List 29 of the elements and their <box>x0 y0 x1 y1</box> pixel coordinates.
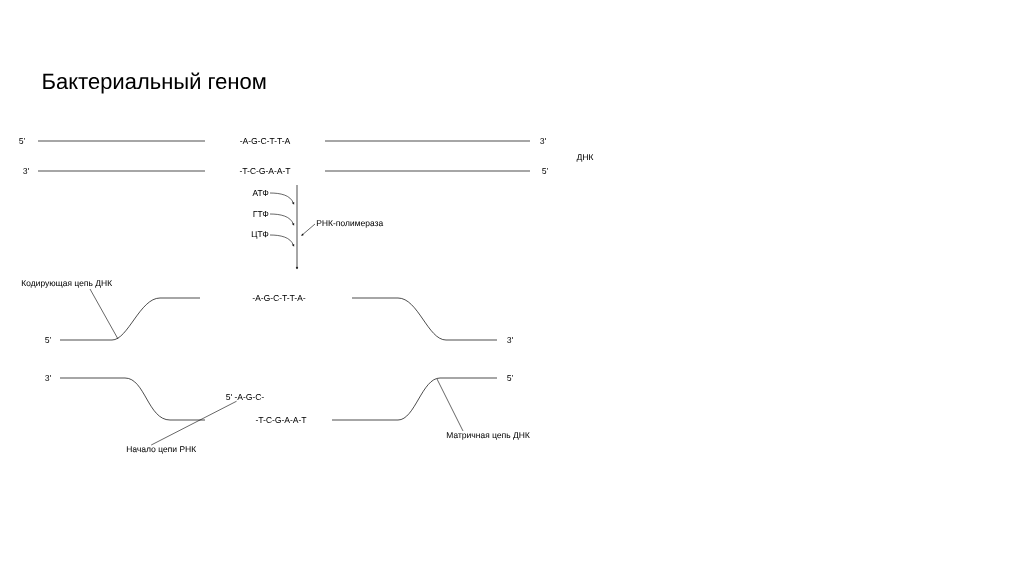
arrow <box>269 192 295 205</box>
strand-label: Кодирующая цепь ДНК <box>21 280 113 288</box>
arrow <box>269 213 295 226</box>
title: Бактериальный геном <box>43 72 266 94</box>
arrow <box>269 234 295 247</box>
arrow <box>301 223 316 236</box>
leader-line <box>89 288 119 340</box>
sequence-label: -A-G-C-T-T-A <box>238 137 292 145</box>
strand-end-label: 5' <box>540 167 550 175</box>
strand-end-label: 3' <box>505 336 515 344</box>
rna-label: Начало цепи РНК <box>126 446 197 454</box>
sequence-label: -A-G-C-T-T-A- <box>251 294 307 302</box>
nucleotide-label: ЦТФ <box>251 231 269 239</box>
strand-end-label: 5' <box>43 336 53 344</box>
nucleotide-label: АТФ <box>252 190 269 196</box>
leader-line <box>150 400 237 446</box>
strand-end-label: 5' <box>17 137 27 145</box>
molecule-label: ДНК <box>575 153 595 163</box>
strand-end-label: 5' <box>505 374 515 382</box>
rna-sequence: 5' -A-G-C- <box>226 394 264 400</box>
nucleotide-label: ГТФ <box>253 211 269 217</box>
strand-end-label: 3' <box>538 137 548 145</box>
sequence-label: -T-C-G-A-A-T <box>254 416 308 424</box>
enzyme-label: РНК-полимераза <box>316 220 384 228</box>
strand-end-label: 3' <box>21 167 31 175</box>
sequence-label: -T-C-G-A-A-T <box>238 167 292 175</box>
leader-line <box>436 378 464 432</box>
strand-end-label: 3' <box>43 374 53 382</box>
strand-label: Матричная цепь ДНК <box>446 432 530 440</box>
